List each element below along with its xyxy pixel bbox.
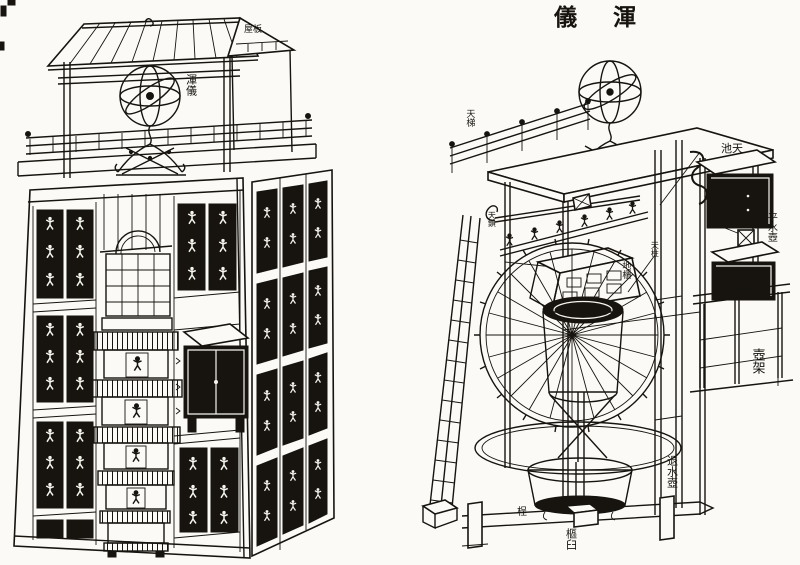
constant-level-tank: [709, 241, 781, 263]
clock-mechanism-figure: [421, 60, 794, 549]
jack-gallery: [499, 201, 649, 257]
label-heaven-pool: 池天: [721, 142, 743, 155]
armillary-sphere: [119, 65, 181, 127]
jack-panels-right-column: [177, 203, 239, 533]
central-bay: [99, 194, 173, 253]
label-tank-stand: 壺架: [749, 348, 765, 374]
label-constant-level-tank: 平水壺: [765, 212, 777, 242]
pivot-pedestal: [564, 503, 601, 528]
figure-title: 儀渾: [554, 4, 672, 31]
dome-chamber: [101, 230, 173, 331]
heaven-pool-tank: [694, 149, 778, 175]
tower-side-face: [251, 169, 335, 558]
label-heaven-ladder: 天梯: [464, 109, 475, 127]
frame-pillars: [627, 140, 683, 515]
clock-tower-exterior-figure: [0, 0, 335, 559]
terrace-railing: [17, 113, 317, 177]
heaven-ladder: [421, 214, 481, 530]
label-drain-tank: 退水壺: [665, 455, 679, 488]
escapement-lever: [485, 193, 641, 223]
water-wheel: [474, 238, 670, 433]
celestial-drum: [542, 296, 624, 462]
reservoir-assembly: [689, 149, 794, 396]
label-heaven-pillar: 天柱: [650, 241, 660, 257]
scan-specks: [0, 0, 16, 51]
tank-stand-table: [689, 283, 794, 396]
label-armillary-sphere-left: 渾儀: [184, 74, 198, 96]
jack-panels-left-column: [36, 209, 94, 539]
label-ground-cabinet: 地櫃: [620, 261, 631, 279]
label-heaven-lock: 天鎖: [487, 211, 497, 227]
pavilion-roof: [46, 16, 297, 178]
treasure-chest: [175, 323, 250, 433]
base-beam: [461, 495, 715, 549]
jack-pagoda: [89, 331, 183, 558]
label-plank-house: 屋板: [244, 25, 263, 35]
platform-railing: [449, 98, 591, 173]
label-base-beam: 桯: [517, 507, 527, 518]
label-pivot-socket: 樞臼: [564, 528, 578, 550]
